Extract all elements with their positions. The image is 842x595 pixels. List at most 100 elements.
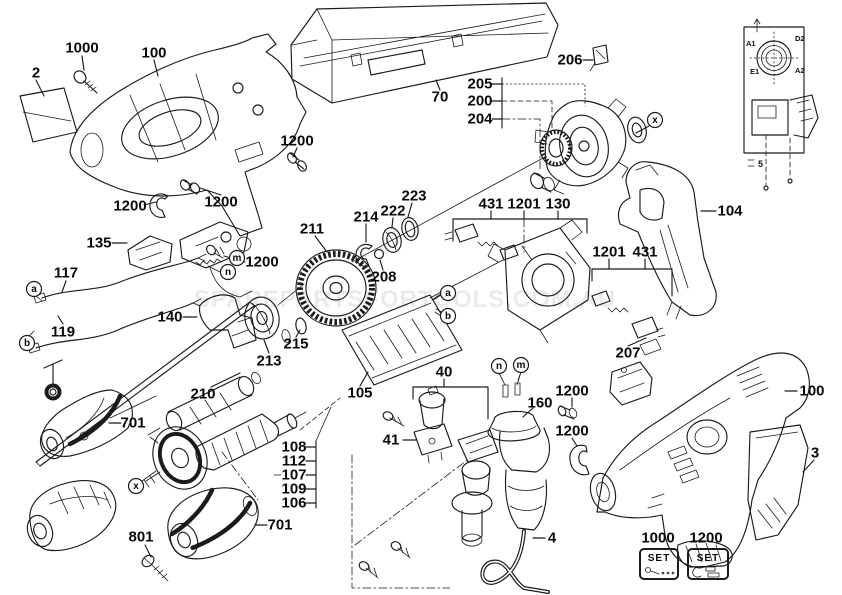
part-label-1000: 1000	[641, 530, 674, 547]
svg-text:a: a	[445, 288, 451, 299]
ref-bubble-b: b	[439, 307, 457, 325]
depth-rod	[35, 301, 255, 467]
part-label-214: 214	[353, 209, 379, 226]
svg-text:a: a	[31, 284, 37, 295]
wiring-inset: A1 D2 E1 A2 5	[743, 18, 819, 191]
part-label-701: 701	[120, 415, 145, 432]
terminal-a1: A1	[746, 39, 756, 48]
part-label-160: 160	[527, 395, 552, 412]
lever-assembly	[179, 221, 253, 298]
chuck-key	[43, 359, 63, 401]
part-label-117: 117	[54, 265, 78, 282]
part-label-205: 205	[467, 76, 492, 93]
ref-bubble-x: x	[646, 111, 664, 129]
ref-bubble-m: m	[512, 356, 530, 374]
part-label-1000: 1000	[65, 40, 98, 57]
screw-801	[141, 554, 169, 582]
part-label-1200: 1200	[113, 198, 146, 215]
part-label-1200: 1200	[555, 383, 588, 400]
part-label-431: 431	[478, 196, 503, 213]
housing-right	[589, 352, 810, 569]
set-kit-1000-text: SET	[648, 553, 670, 564]
part-label-1200: 1200	[245, 254, 278, 271]
part-label-222: 222	[380, 203, 405, 220]
brush-assembly-left	[444, 223, 519, 261]
part-label-41: 41	[383, 432, 400, 449]
svg-text:b: b	[24, 338, 30, 349]
part-label-140: 140	[157, 309, 182, 326]
part-label-112: 112	[282, 453, 306, 470]
clip-1200-left	[149, 193, 169, 218]
ref-bubble-a: a	[25, 280, 43, 298]
part-label-213: 213	[256, 353, 281, 370]
ref-bubble-b: b	[18, 334, 36, 352]
clip-214	[355, 243, 373, 267]
carry-case	[290, 2, 559, 104]
part-label-135: 135	[86, 235, 111, 252]
part-label-200: 200	[467, 93, 492, 110]
armature	[143, 411, 307, 490]
part-label-1201: 1201	[507, 196, 540, 213]
ball-208	[373, 248, 385, 260]
part-label-100: 100	[141, 45, 166, 62]
svg-text:n: n	[225, 267, 231, 278]
part-label-108: 108	[281, 439, 306, 456]
gearbox-housing	[534, 98, 629, 195]
set-kit-1200-text: SET	[697, 553, 719, 564]
svg-text:m: m	[517, 360, 526, 371]
ring-215	[281, 317, 307, 343]
part-label-100: 100	[799, 383, 824, 400]
ref-bubble-x: x	[127, 477, 145, 495]
part-label-119: 119	[51, 324, 75, 341]
part-label-701: 701	[267, 517, 292, 534]
ref-bubble-a: a	[439, 284, 457, 302]
part-label-106: 106	[281, 495, 306, 512]
part-label-4: 4	[548, 530, 557, 547]
spur-gear	[295, 249, 377, 327]
part-label-206: 206	[557, 52, 582, 69]
switch-group	[351, 385, 499, 589]
ref-bubble-m: m	[228, 249, 246, 267]
part-label-211: 211	[300, 221, 324, 238]
roller-sleeve	[530, 172, 555, 193]
part-label-109: 109	[281, 481, 306, 498]
part-label-204: 204	[467, 111, 493, 128]
part-label-2: 2	[32, 65, 40, 82]
set-kit-1000-screw-icon	[645, 567, 675, 575]
brush-bridge	[487, 219, 591, 344]
part-label-130: 130	[545, 196, 570, 213]
spring-n	[195, 258, 222, 266]
housing-left	[69, 33, 307, 237]
brush-holder-207	[609, 338, 662, 406]
screw-top	[73, 70, 98, 94]
svg-text:b: b	[445, 311, 451, 322]
part-label-1200: 1200	[204, 194, 237, 211]
watermark-text: SPAREPARTSFORTOOLS.COM.AU	[194, 286, 616, 313]
terminal-d2: D2	[795, 34, 805, 43]
washer-x	[627, 116, 647, 144]
brush-assembly-right	[591, 290, 666, 339]
part-label-105: 105	[347, 385, 372, 402]
pin-1200-mid	[179, 179, 201, 195]
part-label-70: 70	[432, 89, 449, 106]
bearing-222	[382, 227, 402, 253]
chuck-keyed-2	[167, 487, 259, 560]
part-label-107: 107	[281, 467, 306, 484]
bracket-135	[127, 235, 173, 271]
name-plate	[19, 87, 78, 143]
trigger-grip	[617, 161, 717, 320]
part-label-1200: 1200	[555, 423, 588, 440]
part-label-215: 215	[283, 336, 308, 353]
chuck-keyed-1	[39, 389, 133, 460]
set-kit-1000: SET	[639, 548, 679, 580]
ref-bubble-n: n	[219, 263, 237, 281]
ref-bubble-n: n	[490, 357, 508, 375]
clip-1200-top	[287, 152, 307, 172]
part-label-104: 104	[717, 203, 743, 220]
part-label-210: 210	[190, 386, 215, 403]
svg-text:n: n	[496, 361, 502, 372]
part-label-1200: 1200	[280, 133, 313, 150]
ring-223	[401, 217, 419, 241]
